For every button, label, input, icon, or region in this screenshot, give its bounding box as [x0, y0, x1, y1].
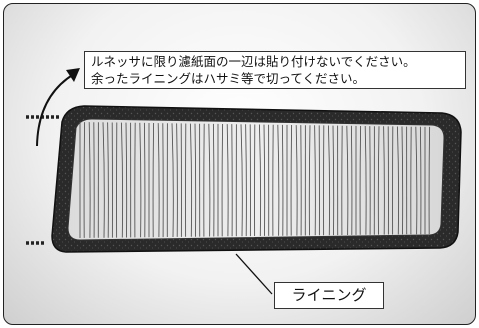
lining-label: ライニング [274, 282, 384, 309]
diagram-frame: ルネッサに限り濾紙面の一辺は貼り付けないでください。 余ったライニングはハサミ等… [3, 3, 476, 325]
arrow-head-icon [66, 68, 80, 82]
filter-illustration [26, 68, 462, 295]
label-leader-line [235, 253, 273, 295]
filter-pleats [79, 121, 431, 238]
note-line-2: 余ったライニングはハサミ等で切ってください。 [91, 71, 366, 86]
note-line-1: ルネッサに限り濾紙面の一辺は貼り付けないでください。 [91, 54, 416, 69]
curved-arrow [36, 73, 75, 147]
filter-paper [67, 118, 445, 241]
note-callout: ルネッサに限り濾紙面の一辺は貼り付けないでください。 余ったライニングはハサミ等… [84, 51, 466, 89]
